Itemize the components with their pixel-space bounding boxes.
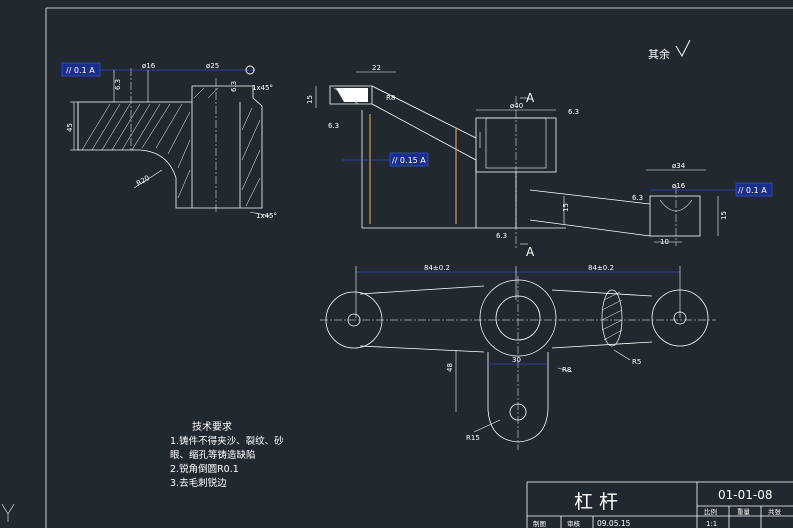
plan-r5: R5 [632,358,641,366]
left-radius: R20 [135,174,151,188]
datum-a-circle [245,65,255,75]
surface-roughness-note: 其余 [648,47,670,61]
plan-width: 30 [512,356,521,364]
tech-req-line-4: 3.去毛刺锐边 [170,477,227,489]
plan-r8: R8 [562,366,571,374]
front-left-boss-section [336,88,368,102]
tech-req-title: 技术要求 [192,420,232,433]
drawing-frame [1,7,793,528]
left-chamfer-bottom: 1x45° [256,212,277,220]
title-block [526,481,793,528]
front-roughness-2: 6.3 [328,122,339,130]
front-mid-height: 15 [562,203,570,212]
front-right-height: 15 [720,211,728,220]
front-dimensions [315,71,773,245]
part-name: 杠 杆 [574,491,618,513]
front-right-hole: ø16 [672,182,686,190]
section-label-top: A [526,91,535,105]
plan-r15: R15 [466,434,480,442]
title-header-weight: 重量 [737,508,751,516]
section-hatching [81,87,261,207]
plan-view [320,276,716,450]
middle-tolerance-frame: // 0.15 A [392,156,426,165]
plan-height: 48 [446,363,454,372]
tech-req-line-3: 2.锐角倒圆R0.1 [170,463,239,475]
front-r8: R8 [386,94,395,102]
roughness-check-icon [675,39,691,58]
title-label-check: 审核 [567,519,581,528]
drawing-number: 01-01-08 [718,488,772,502]
front-view [329,85,701,250]
front-width-22: 22 [372,64,381,72]
section-label-bottom: A [526,245,535,259]
front-roughness-1: 6.3 [568,108,579,116]
left-section-view [77,68,263,214]
front-boss-dia: ø40 [510,102,523,110]
left-height: 45 [66,123,74,132]
left-tolerance-frame: // 0.1 A [66,66,95,75]
title-header-sheets: 共张 [768,507,782,516]
left-roughness-1: 6.3 [114,79,122,90]
plan-dimensions [355,266,681,433]
title-header-scale: 比例 [704,507,717,516]
front-roughness-4: 6.3 [632,194,643,202]
plan-section-hatch [601,291,623,341]
front-right-bottom: 10 [660,238,669,246]
tech-req-line-1: 1.铸件不得夹沙、裂纹、砂 [170,435,284,447]
right-tolerance-frame: // 0.1 A [738,186,767,195]
left-dia-hole: ø25 [206,62,219,70]
plan-left-length: 84±0.2 [424,264,450,272]
left-roughness-2: 6.3 [230,81,238,92]
left-dimensions [61,62,271,217]
title-label-drawn: 制图 [533,519,546,528]
left-chamfer-top: 1x45° [252,84,273,92]
left-dia-small: ø16 [142,62,156,70]
title-scale-value: 1:1 [706,520,717,528]
front-roughness-3: 6.3 [496,232,507,240]
title-date: 09.05.15 [597,519,631,528]
front-left-15: 15 [306,95,314,104]
front-highlight-dims [369,114,457,224]
front-right-width: ø34 [672,162,686,170]
tech-req-line-2: 眼、缩孔等铸造缺陷 [170,449,256,461]
plan-right-length: 84±0.2 [588,264,614,272]
